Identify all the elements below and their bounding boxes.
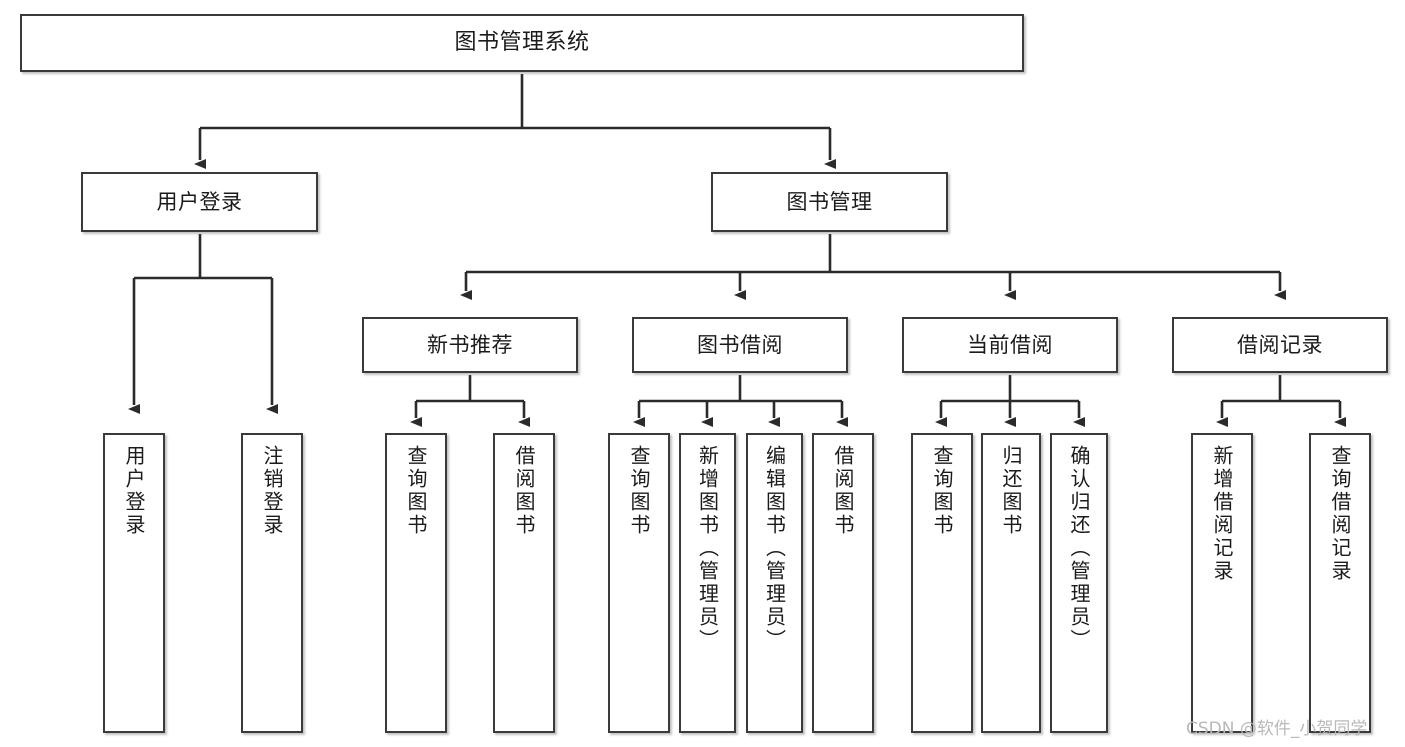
node-label: 新增借阅记录: [1210, 445, 1234, 583]
node-label: 新书推荐: [427, 332, 513, 357]
leaf-borrow-record-add-record[interactable]: 新增借阅记录: [1191, 433, 1253, 733]
node-label: 编辑图书（管理员）: [762, 445, 787, 652]
node-root-book-management-system[interactable]: 图书管理系统: [20, 14, 1024, 72]
leaf-book-borrow-borrow-book[interactable]: 借阅图书: [812, 433, 874, 733]
node-label: 查询图书: [930, 445, 954, 537]
node-label: 图书管理系统: [454, 30, 590, 56]
node-label: 新增图书（管理员）: [695, 445, 720, 652]
leaf-borrow-record-query-record[interactable]: 查询借阅记录: [1309, 433, 1371, 733]
node-borrow-record[interactable]: 借阅记录: [1172, 317, 1388, 373]
node-label: 注销登录: [260, 445, 284, 537]
node-label: 借阅图书: [831, 445, 855, 537]
leaf-user-login-login[interactable]: 用户登录: [103, 433, 165, 733]
node-label: 用户登录: [122, 445, 146, 537]
watermark: CSDN @软件_小贺同学: [1186, 719, 1368, 739]
node-book-borrow[interactable]: 图书借阅: [632, 317, 848, 373]
leaf-book-borrow-query-book[interactable]: 查询图书: [608, 433, 670, 733]
node-label: 借阅图书: [512, 445, 536, 537]
node-user-login[interactable]: 用户登录: [81, 172, 318, 232]
leaf-new-book-query-book[interactable]: 查询图书: [385, 433, 447, 733]
leaf-new-book-borrow-book[interactable]: 借阅图书: [493, 433, 555, 733]
node-label: 确认归还（管理员）: [1067, 445, 1091, 652]
node-label: 图书管理: [786, 189, 873, 214]
node-current-borrow[interactable]: 当前借阅: [902, 317, 1118, 373]
leaf-current-borrow-confirm-return-admin[interactable]: 确认归还（管理员）: [1050, 433, 1108, 733]
node-label: 查询借阅记录: [1328, 445, 1352, 583]
node-label: 当前借阅: [967, 332, 1053, 357]
node-label: 借阅记录: [1237, 332, 1323, 357]
node-new-book-recommend[interactable]: 新书推荐: [362, 317, 578, 373]
node-label: 查询图书: [404, 445, 428, 537]
leaf-user-login-logout[interactable]: 注销登录: [241, 433, 303, 733]
node-label: 用户登录: [156, 189, 243, 214]
node-label: 查询图书: [627, 445, 651, 537]
leaf-current-borrow-return-book[interactable]: 归还图书: [981, 433, 1041, 733]
node-label: 图书借阅: [697, 332, 783, 357]
leaf-current-borrow-query-book[interactable]: 查询图书: [911, 433, 973, 733]
leaf-book-borrow-edit-book-admin[interactable]: 编辑图书（管理员）: [746, 433, 803, 733]
leaf-book-borrow-add-book-admin[interactable]: 新增图书（管理员）: [679, 433, 736, 733]
node-label: 归还图书: [999, 445, 1023, 537]
node-book-management[interactable]: 图书管理: [711, 172, 948, 232]
